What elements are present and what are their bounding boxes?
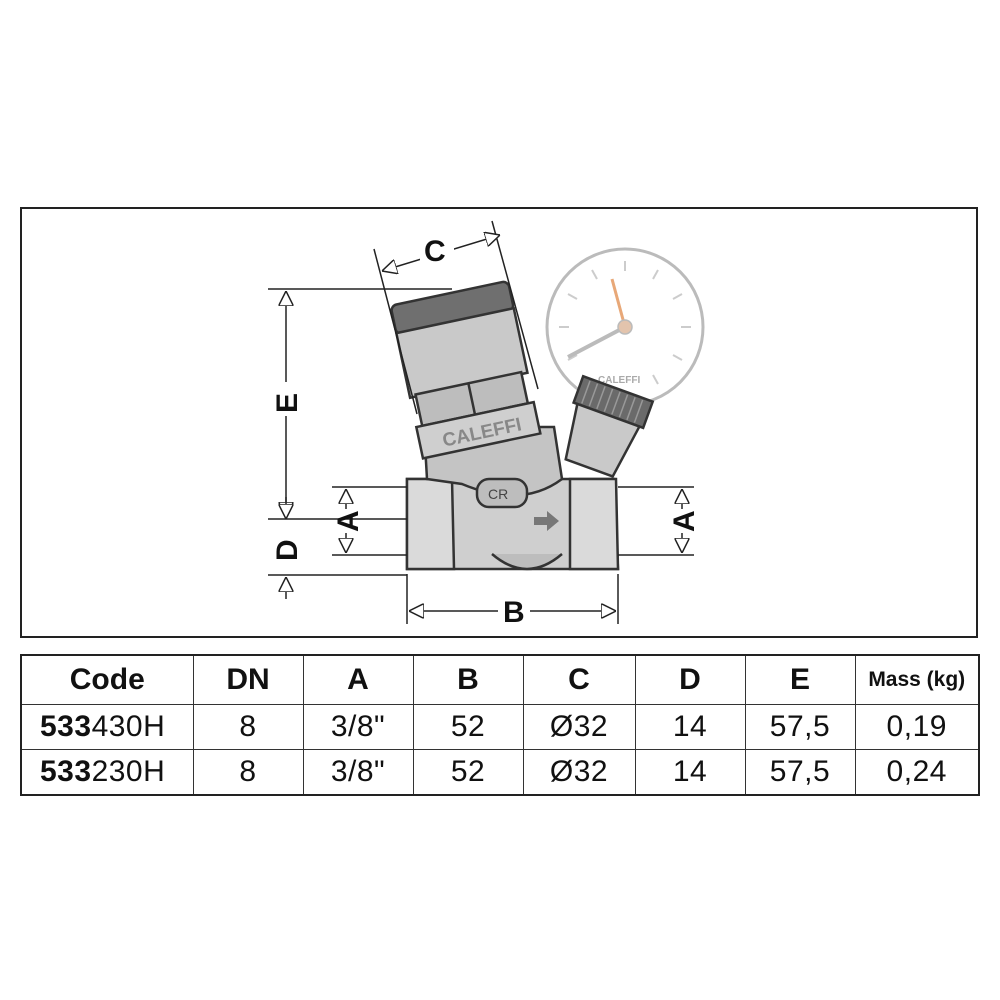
header-code: Code bbox=[20, 654, 194, 705]
cell-b: 52 bbox=[412, 704, 524, 750]
header-dn: DN bbox=[192, 654, 304, 705]
arrow-right-icon bbox=[534, 511, 559, 531]
header-a: A bbox=[302, 654, 414, 705]
dimension-d: D bbox=[268, 497, 407, 599]
cell-code: 533430H bbox=[20, 704, 194, 750]
table-row: 533230H 8 3/8" 52 Ø32 14 57,5 0,24 bbox=[20, 749, 980, 796]
cell-c: Ø32 bbox=[522, 704, 636, 750]
cell-dn: 8 bbox=[192, 704, 304, 750]
code-prefix: 533 bbox=[40, 710, 92, 743]
code-suffix: 430H bbox=[91, 710, 166, 743]
dimension-label-c: C bbox=[424, 235, 446, 268]
code-prefix: 533 bbox=[40, 755, 92, 788]
cell-c: Ø32 bbox=[522, 749, 636, 796]
cell-dn: 8 bbox=[192, 749, 304, 796]
dimension-label-a-left: A bbox=[332, 510, 365, 532]
header-c: C bbox=[522, 654, 636, 705]
dimension-a-left: A bbox=[332, 486, 407, 556]
code-suffix: 230H bbox=[91, 755, 166, 788]
cell-e: 57,5 bbox=[744, 704, 856, 750]
dimension-label-e: E bbox=[271, 393, 304, 413]
header-e: E bbox=[744, 654, 856, 705]
header-b: B bbox=[412, 654, 524, 705]
dimension-e: E bbox=[268, 288, 452, 520]
cell-a: 3/8" bbox=[302, 704, 414, 750]
gauge-brand-text: CALEFFI bbox=[598, 375, 640, 386]
table-header-row: Code DN A B C D E Mass (kg) bbox=[20, 654, 980, 705]
specification-table: Code DN A B C D E Mass (kg) 533430H 8 3/… bbox=[20, 654, 980, 796]
cell-d: 14 bbox=[634, 704, 746, 750]
cell-code: 533230H bbox=[20, 749, 194, 796]
dimension-label-a-right: A bbox=[668, 510, 701, 532]
cell-mass: 0,19 bbox=[854, 704, 980, 750]
gauge-hand bbox=[567, 325, 626, 359]
valve-cartridge: CALEFFI bbox=[390, 280, 542, 460]
dimension-label-b: B bbox=[503, 596, 525, 629]
table-row: 533430H 8 3/8" 52 Ø32 14 57,5 0,19 bbox=[20, 704, 980, 750]
dimension-b: B bbox=[406, 574, 619, 629]
gauge-needle bbox=[610, 278, 627, 328]
dimension-label-d: D bbox=[271, 539, 304, 561]
cell-d: 14 bbox=[634, 749, 746, 796]
dimension-c: C bbox=[373, 220, 539, 415]
cell-mass: 0,24 bbox=[854, 749, 980, 796]
gauge-port bbox=[564, 374, 655, 478]
header-mass: Mass (kg) bbox=[854, 654, 980, 705]
svg-text:CR: CR bbox=[488, 486, 508, 502]
pressure-gauge: CALEFFI bbox=[545, 247, 705, 407]
dimension-a-right: A bbox=[618, 486, 701, 556]
valve-drawing: CALEFFI CR CALEFFI bbox=[268, 220, 705, 629]
cell-b: 52 bbox=[412, 749, 524, 796]
cell-a: 3/8" bbox=[302, 749, 414, 796]
cell-e: 57,5 bbox=[744, 749, 856, 796]
technical-drawing-panel: CALEFFI CR CALEFFI bbox=[20, 207, 978, 638]
header-d: D bbox=[634, 654, 746, 705]
